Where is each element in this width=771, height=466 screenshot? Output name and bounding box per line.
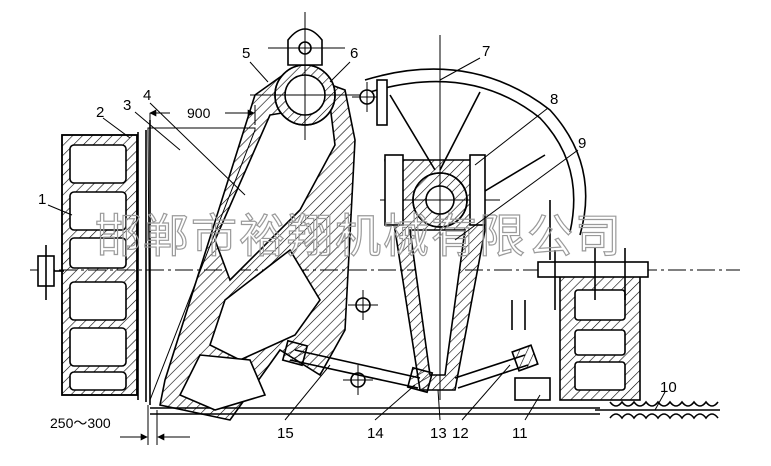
dim-250-300-text: 250～300 [50, 415, 111, 431]
label-14: 14 [367, 425, 384, 442]
watermark: 邯郸市裕翔机械有限公司 [95, 209, 623, 263]
pitman [380, 35, 500, 400]
label-9: 9 [578, 135, 586, 152]
leader-lines [47, 57, 666, 421]
front-frame-block [537, 200, 649, 401]
label-6: 6 [350, 45, 358, 62]
label-4: 4 [143, 87, 151, 104]
left-bolt [37, 245, 64, 300]
label-3: 3 [123, 97, 131, 114]
label-12: 12 [452, 425, 469, 442]
label-2: 2 [96, 104, 104, 121]
label-13: 13 [430, 425, 447, 442]
dim-900: 900 [149, 105, 256, 125]
label-11: 11 [512, 425, 528, 442]
eccentric-shaft [250, 12, 360, 140]
tension-spring [595, 400, 720, 420]
label-5: 5 [242, 45, 250, 62]
dim-900-text: 900 [187, 105, 211, 121]
toggle-plates [281, 339, 539, 394]
movable-jaw [159, 69, 356, 421]
rear-frame-block [61, 134, 138, 396]
label-10: 10 [660, 379, 677, 396]
adjust-block [514, 377, 551, 401]
label-15: 15 [277, 425, 294, 442]
label-7: 7 [482, 43, 490, 60]
small-bolts [343, 79, 388, 395]
label-8: 8 [550, 91, 558, 108]
dim-250-300: 250～300 [50, 405, 190, 445]
label-1: 1 [38, 191, 46, 208]
